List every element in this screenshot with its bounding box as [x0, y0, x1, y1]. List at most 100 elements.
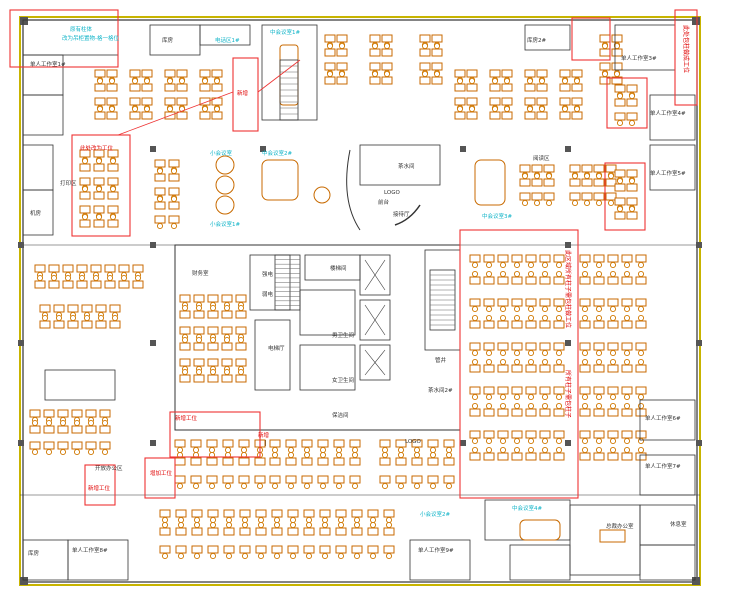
workstation [317, 439, 329, 454]
workstation [154, 167, 166, 182]
workstation [76, 274, 88, 289]
workstation [239, 545, 251, 560]
phone-booth-label: 电话区1# [215, 36, 240, 44]
workstation [383, 521, 395, 536]
workstation [469, 358, 481, 373]
workstation [285, 451, 297, 466]
workstation [519, 192, 531, 207]
workstation [367, 521, 379, 536]
workstation [174, 451, 186, 466]
workstation [553, 314, 565, 329]
workstation [483, 358, 495, 373]
workstation [349, 451, 361, 466]
workstation [333, 439, 345, 454]
workstation [469, 254, 481, 269]
workstation [489, 105, 501, 120]
workstation [525, 446, 537, 461]
leader-top-right-label: 单人工作室3# [621, 54, 657, 62]
workstation [168, 215, 180, 230]
workstation [511, 402, 523, 417]
elevator-hall-label: 电梯厅 [268, 344, 285, 352]
lounge-label: 休息室 [670, 520, 687, 528]
workstation [607, 254, 619, 269]
workstation [501, 105, 513, 120]
workstation [497, 270, 509, 285]
workstation [621, 430, 633, 445]
meeting-top-label: 中会议室1# [270, 28, 300, 36]
workstation [106, 105, 118, 120]
workstation [271, 545, 283, 560]
workstation [579, 358, 591, 373]
workstation [497, 298, 509, 313]
workstation [569, 172, 581, 187]
storage-2-label: 库房2# [527, 36, 546, 44]
workstation [179, 368, 191, 383]
workstation [319, 509, 331, 524]
workstation [621, 314, 633, 329]
workstation [221, 368, 233, 383]
workstation [607, 358, 619, 373]
strong-room-label: 强电 [262, 270, 274, 278]
workstation [301, 475, 313, 490]
meeting-bottom-label: 中会议室4# [512, 504, 542, 512]
note-right-vertical-1: 此区域所有柱子需包柱做工位 [564, 250, 572, 328]
meeting-mid-1-label: 中会议室2# [262, 149, 292, 157]
workstation [336, 42, 348, 57]
workstation [369, 42, 381, 57]
workstation [443, 451, 455, 466]
workstation [48, 274, 60, 289]
workstation [621, 386, 633, 401]
workstation [285, 439, 297, 454]
workstation [511, 446, 523, 461]
workstation [497, 430, 509, 445]
workstation [626, 92, 638, 107]
workstation [607, 386, 619, 401]
workstation [235, 336, 247, 351]
workstation [191, 545, 203, 560]
women-wc-label: 女卫生间 [332, 376, 354, 384]
workstation [57, 419, 69, 434]
workstation [79, 185, 91, 200]
reception-desk [346, 144, 441, 231]
workstation [207, 545, 219, 560]
workstation [469, 446, 481, 461]
workstation [431, 70, 443, 85]
note-top-right-vertical: 此处包柱做成工位 [682, 25, 690, 73]
leader-right-3-label: 单人工作室6# [645, 414, 681, 422]
workstation [335, 545, 347, 560]
workstation [511, 430, 523, 445]
workstation [349, 475, 361, 490]
workstation [539, 270, 551, 285]
workstation [511, 314, 523, 329]
logo-bottom: LOGO [405, 439, 421, 445]
workstation [454, 77, 466, 92]
workstation [193, 304, 205, 319]
workstation [159, 509, 171, 524]
workstation [553, 298, 565, 313]
server-label: 机房 [30, 209, 42, 217]
tea-room-2-label: 茶水间2# [428, 386, 453, 394]
note-bottom-left: 增加工位 [150, 469, 173, 477]
workstation [635, 358, 647, 373]
workstation [379, 451, 391, 466]
workstation [351, 545, 363, 560]
stairs [274, 59, 456, 331]
workstation [191, 521, 203, 536]
room-labels: 原有柱体 改为吊柜置物-格一格位 单人工作室1# 库房 电话区1# 中会议室1#… [28, 25, 687, 557]
workstation [206, 451, 218, 466]
workstation [367, 545, 379, 560]
workstation [553, 430, 565, 445]
workstation [553, 342, 565, 357]
workstation [168, 195, 180, 210]
workstation [553, 386, 565, 401]
workstation [207, 304, 219, 319]
workstation [174, 439, 186, 454]
workstation [539, 430, 551, 445]
note-top-left: 原有柱体 [70, 25, 93, 33]
workstation [395, 451, 407, 466]
workstation [222, 439, 234, 454]
workstation [223, 509, 235, 524]
workstation [419, 42, 431, 57]
workstation [53, 314, 65, 329]
meeting-mid-2-label: 中会议室3# [482, 212, 512, 220]
